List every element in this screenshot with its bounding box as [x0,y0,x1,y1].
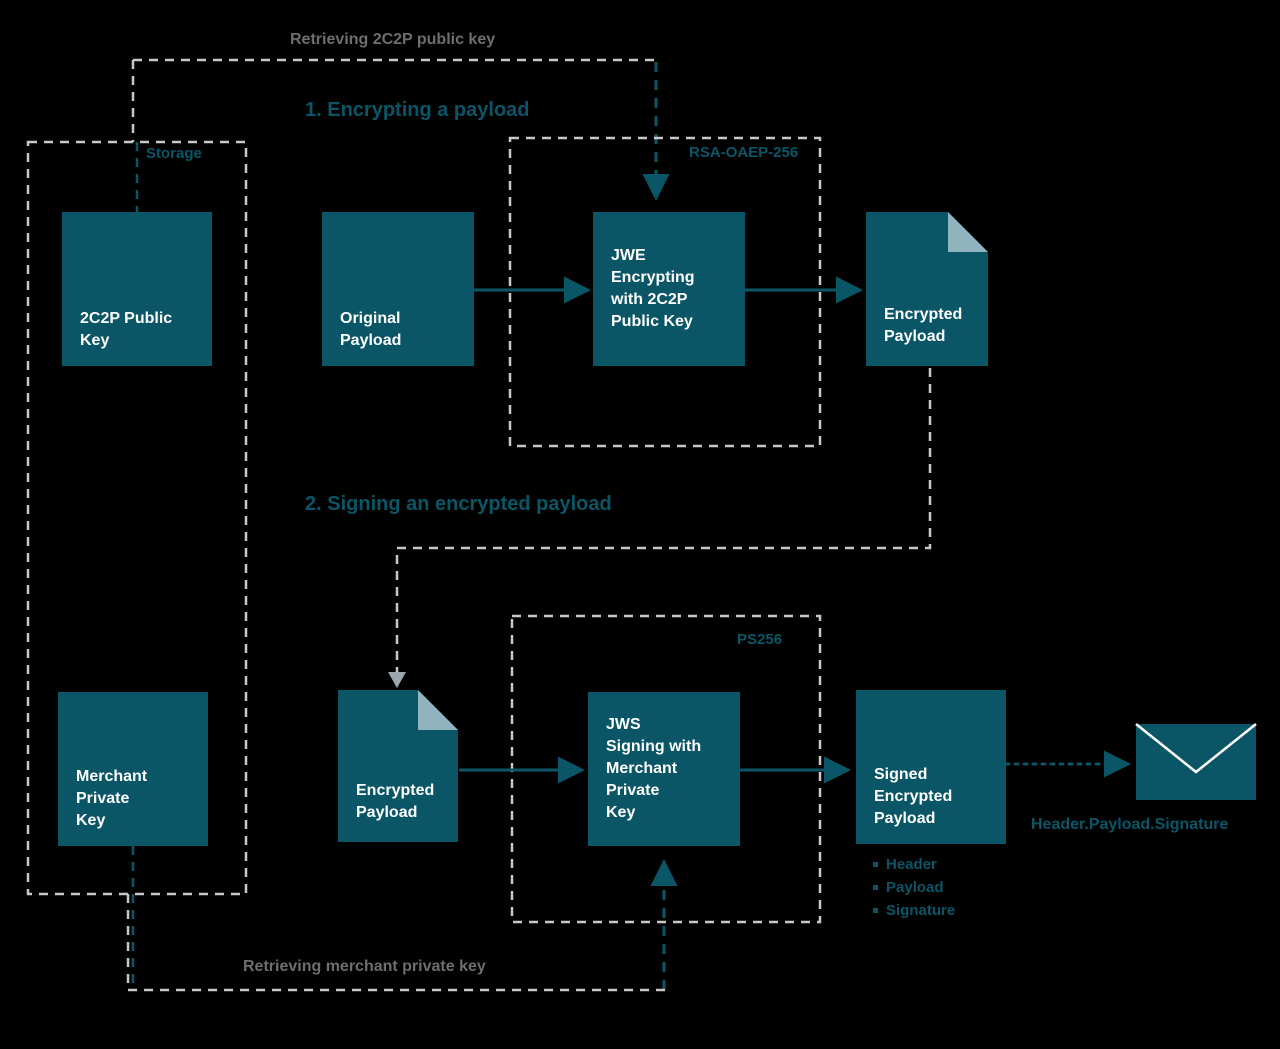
node-encrypted-payload-step1[interactable]: Encrypted Payload [866,212,988,366]
node-label: JWE Encrypting with 2C2P Public Key [611,247,695,330]
jwt-part-payload: Payload [872,876,955,899]
rsa-oaep-group-border [508,136,822,448]
section-title-encrypting: 1. Encrypting a payload [305,99,530,121]
encrypted-payload-doc-1 [866,212,988,366]
encrypted-payload-transfer-arrow [388,672,406,688]
node-jws-signing[interactable]: JWS Signing with Merchant Private Key [588,692,740,846]
retrieve-public-key-path [131,58,656,142]
jwt-parts-list: Header Payload Signature [872,853,955,922]
node-label: Merchant Private Key [76,768,148,829]
node-label: JWS Signing with Merchant Private Key [606,716,702,821]
node-signed-encrypted-payload[interactable]: Signed Encrypted Payload [856,690,1006,844]
node-merchant-private-key[interactable]: Merchant Private Key [58,692,208,846]
node-encrypted-payload-step2[interactable]: Encrypted Payload [338,690,458,842]
retrieve-private-key-path [126,894,668,992]
node-jwt-envelope[interactable] [1136,724,1256,800]
group-label-rsa-oaep-256: RSA-OAEP-256 [689,144,799,161]
node-label: Encrypted Payload [884,306,963,345]
encrypted-payload-transfer [395,368,932,672]
jwt-part-signature: Signature [872,899,955,922]
jwt-caption: Header.Payload.Signature [1031,816,1229,833]
node-label: 2C2P Public Key [80,310,173,349]
label-retrieving-merchant-private-key: Retrieving merchant private key [243,958,486,975]
node-jwe-encrypting[interactable]: JWE Encrypting with 2C2P Public Key [593,212,745,366]
node-2c2p-public-key[interactable]: 2C2P Public Key [62,212,212,366]
jwt-part-header: Header [872,853,955,876]
label-retrieving-2c2p-public-key: Retrieving 2C2P public key [290,31,496,48]
group-label-storage: Storage [146,145,202,162]
node-label: Encrypted Payload [356,782,435,821]
group-label-ps256: PS256 [737,631,783,648]
node-label: Original Payload [340,310,402,349]
node-label: Signed Encrypted Payload [874,766,953,827]
storage-group-border [26,140,248,896]
section-title-signing: 2. Signing an encrypted payload [305,493,612,515]
jwt-envelope-icon [1135,723,1257,800]
node-original-payload[interactable]: Original Payload [322,212,474,366]
encrypted-payload-doc-2 [338,690,458,842]
